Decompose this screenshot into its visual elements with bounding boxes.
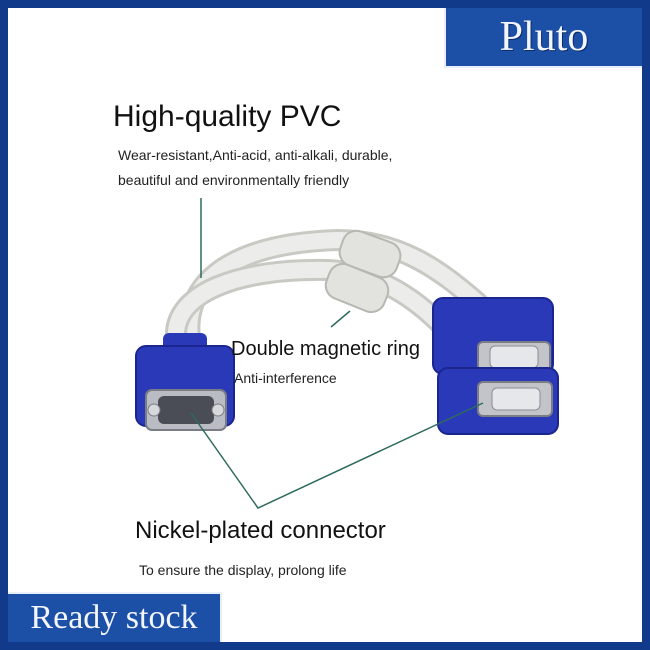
vga-female-connector-bottom — [437, 367, 559, 435]
leader-line-connector — [190, 402, 484, 509]
leader-line-magnetic — [330, 310, 351, 328]
vga-female-connector-top — [432, 297, 554, 375]
vga-male-connector — [135, 333, 235, 431]
vga-splitter-cable-illustration — [135, 198, 559, 509]
connector-description: To ensure the display, prolong life — [139, 562, 347, 578]
pvc-description-line2: beautiful and environmentally friendly — [118, 172, 350, 188]
magnetic-ring-description: Anti-interference — [234, 370, 337, 386]
magnetic-ring-title: Double magnetic ring — [231, 338, 420, 360]
connector-title: Nickel-plated connector — [135, 517, 386, 544]
ready-stock-banner: Ready stock — [8, 592, 222, 642]
ferrite-ring-bottom — [324, 262, 390, 314]
pvc-title: High-quality PVC — [113, 100, 342, 133]
brand-badge: Pluto — [444, 8, 642, 68]
pvc-description-line1: Wear-resistant,Anti-acid, anti-alkali, d… — [118, 147, 393, 163]
brand-name: Pluto — [499, 14, 589, 60]
ready-stock-label: Ready stock — [30, 599, 198, 636]
